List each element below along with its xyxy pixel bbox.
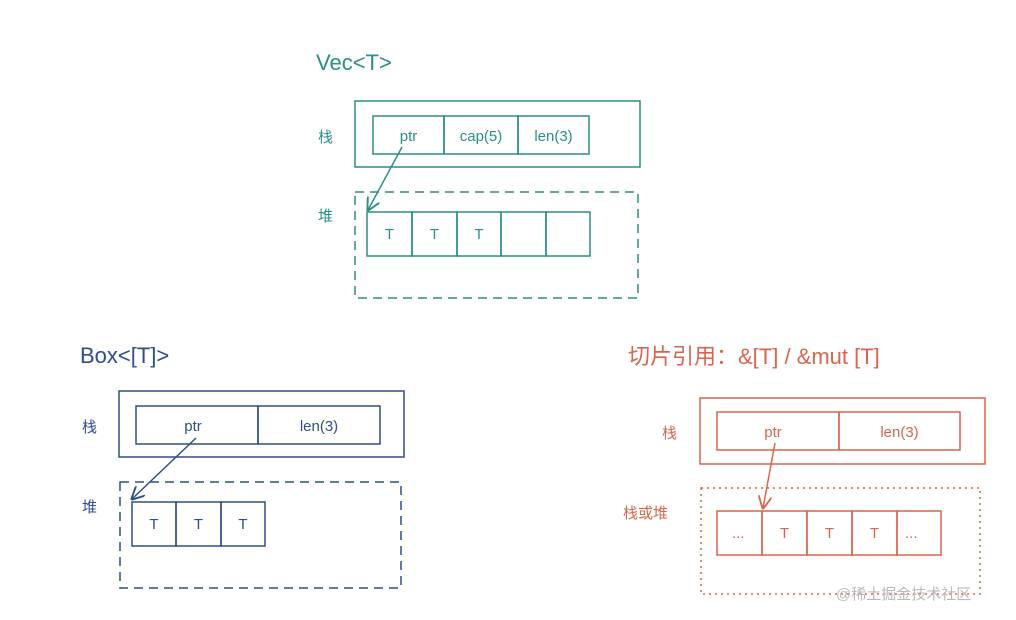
watermark-text: @稀土掘金技术社区 <box>836 586 971 603</box>
vec-heap-cell <box>500 211 547 257</box>
box-panel: Box<[T]> 栈 堆 ptr len(3) T T T <box>80 343 405 589</box>
slice-panel: 切片引用：&[T] / &mut [T] 栈 栈或堆 ptr len(3) ..… <box>623 344 986 595</box>
vec-stack-label: 栈 <box>318 129 333 146</box>
box-heap-item: T <box>194 516 203 533</box>
slice-heap-cell <box>896 510 942 556</box>
slice-stack-label: 栈 <box>662 425 677 442</box>
box-title: Box<[T]> <box>80 343 169 368</box>
box-stack-frame <box>118 390 405 458</box>
vec-title: Vec<T> <box>316 50 392 75</box>
vec-stack-cell <box>517 115 590 155</box>
vec-heap-frame <box>354 191 639 299</box>
slice-heap-item: T <box>825 525 834 542</box>
vec-heap-item: T <box>430 226 439 243</box>
box-stack-label: 栈 <box>82 419 97 436</box>
slice-pointer-arrow <box>763 442 776 508</box>
box-heap-frame <box>119 481 402 589</box>
slice-heap-item: ... <box>905 525 918 542</box>
slice-title: 切片引用：&[T] / &mut [T] <box>628 344 880 369</box>
slice-heap-label: 栈或堆 <box>623 505 668 522</box>
box-heap-item: T <box>238 516 247 533</box>
box-heap-cell <box>220 501 266 547</box>
slice-len-label: len(3) <box>880 424 918 441</box>
slice-heap-item: T <box>780 525 789 542</box>
vec-heap-item: T <box>385 226 394 243</box>
vec-panel: Vec<T> 栈 堆 ptr cap(5) len(3) T T T <box>316 50 641 299</box>
slice-heap-item: T <box>870 525 879 542</box>
slice-ptr-label: ptr <box>764 424 782 441</box>
slice-heap-frame <box>700 487 981 595</box>
slice-heap-item: ... <box>732 525 745 542</box>
box-heap-item: T <box>149 516 158 533</box>
vec-heap-cell <box>545 211 591 257</box>
vec-cap-label: cap(5) <box>460 128 503 145</box>
vec-stack-frame <box>354 100 641 168</box>
box-heap-label: 堆 <box>82 499 97 516</box>
box-len-label: len(3) <box>300 418 338 435</box>
vec-pointer-arrow <box>368 146 403 210</box>
slice-stack-frame <box>699 397 986 465</box>
box-ptr-label: ptr <box>184 418 202 435</box>
vec-len-label: len(3) <box>534 128 572 145</box>
vec-ptr-label: ptr <box>400 128 418 145</box>
box-pointer-arrow <box>132 437 197 499</box>
slice-stack-cell <box>838 411 961 451</box>
box-stack-cell <box>257 405 381 445</box>
vec-heap-label: 堆 <box>318 208 333 225</box>
vec-heap-item: T <box>474 226 483 243</box>
